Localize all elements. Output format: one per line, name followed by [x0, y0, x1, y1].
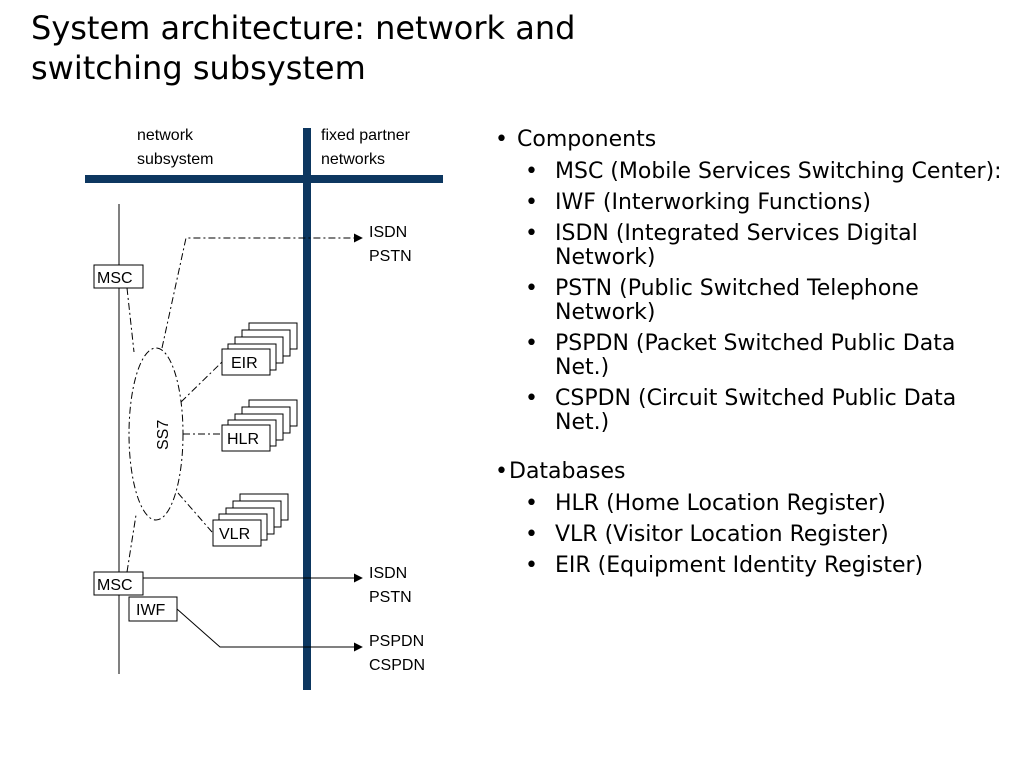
slide-title-line-2: switching subsystem	[31, 49, 366, 87]
bullet-icon: •	[525, 190, 538, 215]
target-top-label-2: PSTN	[369, 248, 412, 265]
bullet-list: • Components • MSC (Mobile Services Swit…	[495, 127, 1015, 578]
components-label: Components	[517, 127, 657, 152]
network-subsystem-label-2: subsystem	[137, 151, 213, 168]
ss7-label: SS7	[155, 420, 172, 450]
component-text: IWF (Interworking Functions)	[555, 190, 871, 215]
network-subsystem-label-1: network	[137, 127, 194, 144]
ss7-link-isdn-top	[161, 233, 363, 349]
bullet-icon: •	[525, 331, 538, 356]
vlr-label: VLR	[219, 526, 250, 543]
fixed-networks-label-2: networks	[321, 151, 385, 168]
target-mid-label-2: PSTN	[369, 589, 412, 606]
ss7-link-vlr	[177, 492, 213, 533]
eir-box	[221, 348, 271, 376]
ss7-link-eir	[180, 361, 223, 403]
target-bottom-label-1: PSPDN	[369, 633, 424, 650]
bullet-icon: •	[525, 276, 538, 301]
msc-bottom-box	[93, 571, 144, 596]
iwf-to-pspdn-link	[176, 608, 363, 652]
component-item: • IWF (Interworking Functions)	[495, 191, 1015, 215]
component-item: • PSPDN (Packet Switched Public Data Net…	[495, 332, 1015, 380]
bullet-icon: •	[525, 522, 538, 547]
bullet-icon: •	[525, 221, 538, 246]
bullet-icon: •	[525, 386, 538, 411]
component-text: ISDN (Integrated Services Digital Networ…	[555, 221, 918, 270]
database-item: • HLR (Home Location Register)	[495, 492, 1015, 516]
msc-top-label: MSC	[97, 270, 133, 287]
database-item: • VLR (Visitor Location Register)	[495, 523, 1015, 547]
database-item: • EIR (Equipment Identity Register)	[495, 554, 1015, 578]
database-text: HLR (Home Location Register)	[555, 491, 886, 516]
iwf-label: IWF	[136, 602, 166, 619]
component-item: • ISDN (Integrated Services Digital Netw…	[495, 222, 1015, 270]
component-item: • PSTN (Public Switched Telephone Networ…	[495, 277, 1015, 325]
bullet-icon: •	[525, 553, 538, 578]
component-text: PSTN (Public Switched Telephone Network)	[555, 276, 919, 325]
fixed-networks-label-1: fixed partner	[321, 127, 411, 144]
databases-label: Databases	[509, 459, 626, 484]
ss7-link-msc-bottom	[126, 514, 137, 573]
bullet-icon: •	[525, 491, 538, 516]
databases-heading: • Databases	[495, 459, 1015, 485]
ss7-link-msc-top	[126, 287, 135, 353]
component-text: PSPDN (Packet Switched Public Data Net.)	[555, 331, 956, 380]
components-heading: • Components	[495, 127, 1015, 153]
component-text: CSPDN (Circuit Switched Public Data Net.…	[555, 386, 957, 435]
msc-top-box	[93, 264, 144, 289]
target-mid-label-1: ISDN	[369, 565, 407, 582]
component-item: • CSPDN (Circuit Switched Public Data Ne…	[495, 387, 1015, 435]
bullet-icon: •	[495, 459, 508, 484]
component-item: • MSC (Mobile Services Switching Center)…	[495, 160, 1015, 184]
vlr-box	[212, 519, 262, 547]
hlr-label: HLR	[227, 431, 259, 448]
iwf-box	[128, 596, 178, 622]
database-text: VLR (Visitor Location Register)	[555, 522, 889, 547]
target-top-label-1: ISDN	[369, 224, 407, 241]
bullet-icon: •	[495, 127, 508, 152]
msc-bottom-label: MSC	[97, 577, 133, 594]
eir-label: EIR	[231, 355, 258, 372]
hlr-box	[221, 424, 271, 452]
slide-title-line-1: System architecture: network and	[31, 9, 576, 47]
target-bottom-label-2: CSPDN	[369, 657, 425, 674]
bullet-icon: •	[525, 159, 538, 184]
database-text: EIR (Equipment Identity Register)	[555, 553, 924, 578]
architecture-diagram: network subsystem fixed partner networks…	[85, 127, 443, 690]
slide-title: System architecture: network and switchi…	[31, 8, 731, 88]
component-text: MSC (Mobile Services Switching Center):	[555, 159, 1002, 184]
bullet-content: • Components • MSC (Mobile Services Swit…	[495, 127, 1015, 578]
